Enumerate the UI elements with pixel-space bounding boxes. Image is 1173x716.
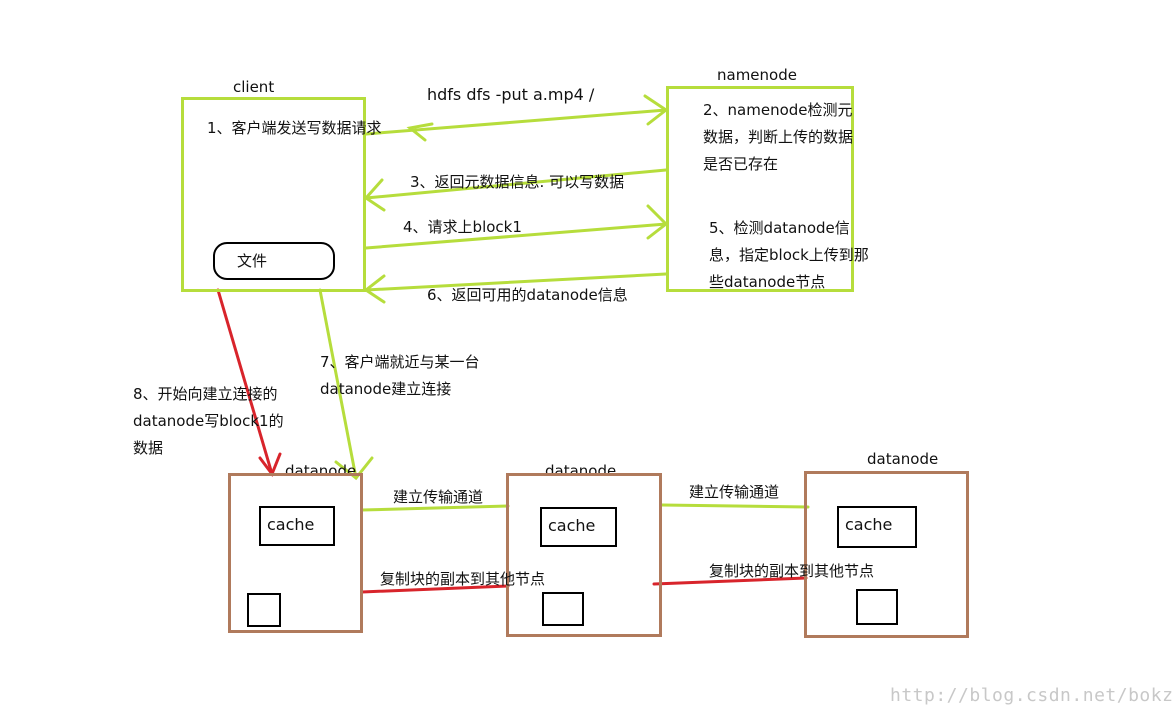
replicate-label-1: 复制块的副本到其他节点 bbox=[380, 570, 546, 588]
datanode-1-box: cache bbox=[228, 473, 363, 633]
write-arrow bbox=[216, 288, 274, 476]
channel-label-1: 建立传输通道 bbox=[393, 488, 484, 506]
cache-block: cache bbox=[837, 506, 917, 548]
datanode-3-box: cache bbox=[804, 471, 969, 638]
request-arrow bbox=[364, 108, 668, 136]
watermark-text: http://blog.csdn.net/bokzmm bbox=[890, 685, 1173, 706]
connect-arrow bbox=[318, 288, 358, 480]
step-2-label: 2、namenode检测元数据，判断上传的数据是否已存在 bbox=[703, 101, 854, 173]
step-6-label: 6、返回可用的datanode信息 bbox=[427, 286, 628, 304]
client-title: client bbox=[233, 78, 275, 96]
metadata-return-arrow bbox=[364, 168, 668, 200]
step-7-label: 7、客户端就近与某一台datanode建立连接 bbox=[320, 353, 480, 398]
metadata-return-arrowhead bbox=[363, 178, 386, 212]
datanode-return-arrowhead bbox=[363, 274, 386, 304]
block-square bbox=[542, 592, 584, 626]
step-4-label: 4、请求上block1 bbox=[403, 218, 522, 236]
block-request-arrowhead bbox=[646, 204, 669, 240]
replicate-line-1 bbox=[360, 584, 510, 594]
command-label: hdfs dfs -put a.mp4 / bbox=[427, 85, 595, 104]
connect-arrowhead bbox=[334, 456, 374, 481]
channel-line-2 bbox=[660, 503, 810, 509]
request-tick bbox=[406, 122, 434, 142]
step-8-label: 8、开始向建立连接的datanode写block1的数据 bbox=[133, 385, 284, 457]
step-3-label: 3、返回元数据信息. 可以写数据 bbox=[410, 173, 625, 191]
namenode-box bbox=[666, 86, 854, 292]
file-block: 文件 bbox=[213, 242, 335, 280]
channel-label-2: 建立传输通道 bbox=[689, 483, 780, 501]
replicate-label-2: 复制块的副本到其他节点 bbox=[709, 562, 875, 580]
block-square bbox=[856, 589, 898, 625]
datanode-3-title: datanode bbox=[867, 450, 939, 468]
channel-line-1 bbox=[360, 504, 510, 512]
block-square bbox=[247, 593, 281, 627]
replicate-line-2 bbox=[652, 576, 808, 586]
datanode-2-box: cache bbox=[506, 473, 662, 637]
cache-block: cache bbox=[259, 506, 335, 546]
cache-block: cache bbox=[540, 507, 617, 547]
namenode-title: namenode bbox=[717, 66, 797, 84]
step-1-label: 1、客户端发送写数据请求 bbox=[207, 119, 382, 137]
datanode-return-arrow bbox=[364, 272, 668, 292]
step-5-label: 5、检测datanode信息，指定block上传到那些datanode节点 bbox=[709, 219, 869, 291]
block-request-arrow bbox=[364, 222, 668, 250]
client-box: 文件 bbox=[181, 97, 366, 292]
